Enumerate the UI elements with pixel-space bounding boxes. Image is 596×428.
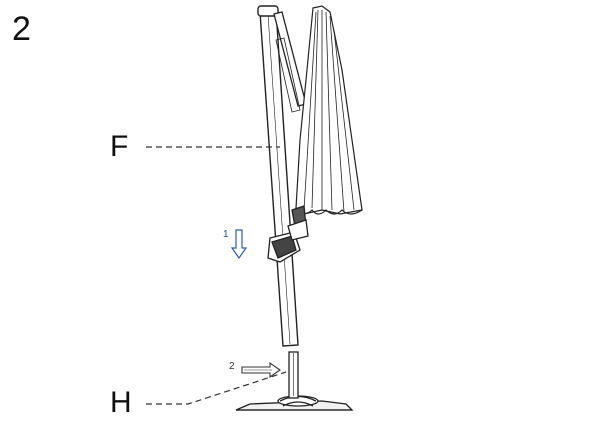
folded-canopy: [295, 5, 363, 215]
leader-line-h: [146, 371, 287, 405]
base-spigot: [288, 351, 299, 399]
step-marker-1: 1: [223, 229, 229, 240]
base-plate: [235, 395, 354, 411]
callout-label-pole: F: [110, 130, 129, 163]
main-pole: [257, 5, 299, 347]
down-arrow-icon: [230, 229, 248, 260]
callout-label-base: H: [110, 386, 132, 419]
right-arrow-icon: [241, 361, 281, 379]
crank-housing: [267, 205, 309, 263]
step-marker-2: 2: [229, 361, 235, 372]
step-number: 2: [12, 10, 31, 48]
